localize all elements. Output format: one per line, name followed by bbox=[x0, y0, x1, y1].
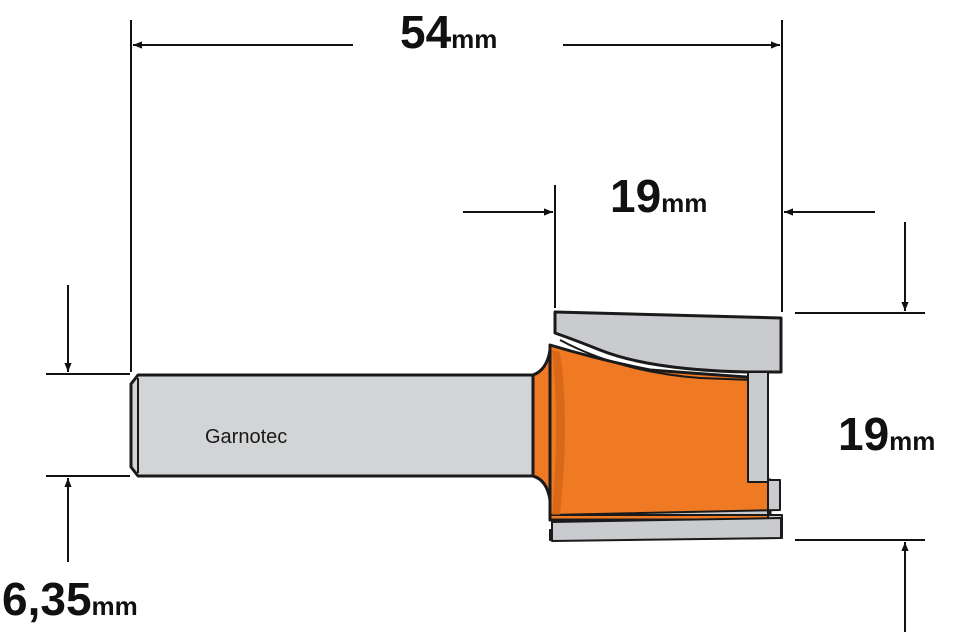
blade-curve bbox=[559, 339, 753, 381]
top-blade bbox=[553, 310, 783, 374]
cutting-length-label: 19mm bbox=[610, 170, 707, 222]
shank bbox=[129, 373, 535, 478]
side-edge bbox=[747, 371, 769, 483]
body-shade bbox=[552, 350, 565, 515]
neck bbox=[531, 348, 552, 502]
brand-label: Garnotec bbox=[205, 426, 287, 448]
extension-lines bbox=[46, 20, 925, 541]
overall-length-label: 54mm bbox=[400, 6, 497, 58]
router-bit: Garnotec bbox=[129, 310, 783, 542]
bottom-blade-plate bbox=[551, 517, 782, 542]
cutting-diameter-label: 19mm bbox=[838, 408, 935, 460]
shank-diameter-label: 6,35mm bbox=[2, 573, 138, 625]
dimension-arrows bbox=[64, 41, 909, 632]
